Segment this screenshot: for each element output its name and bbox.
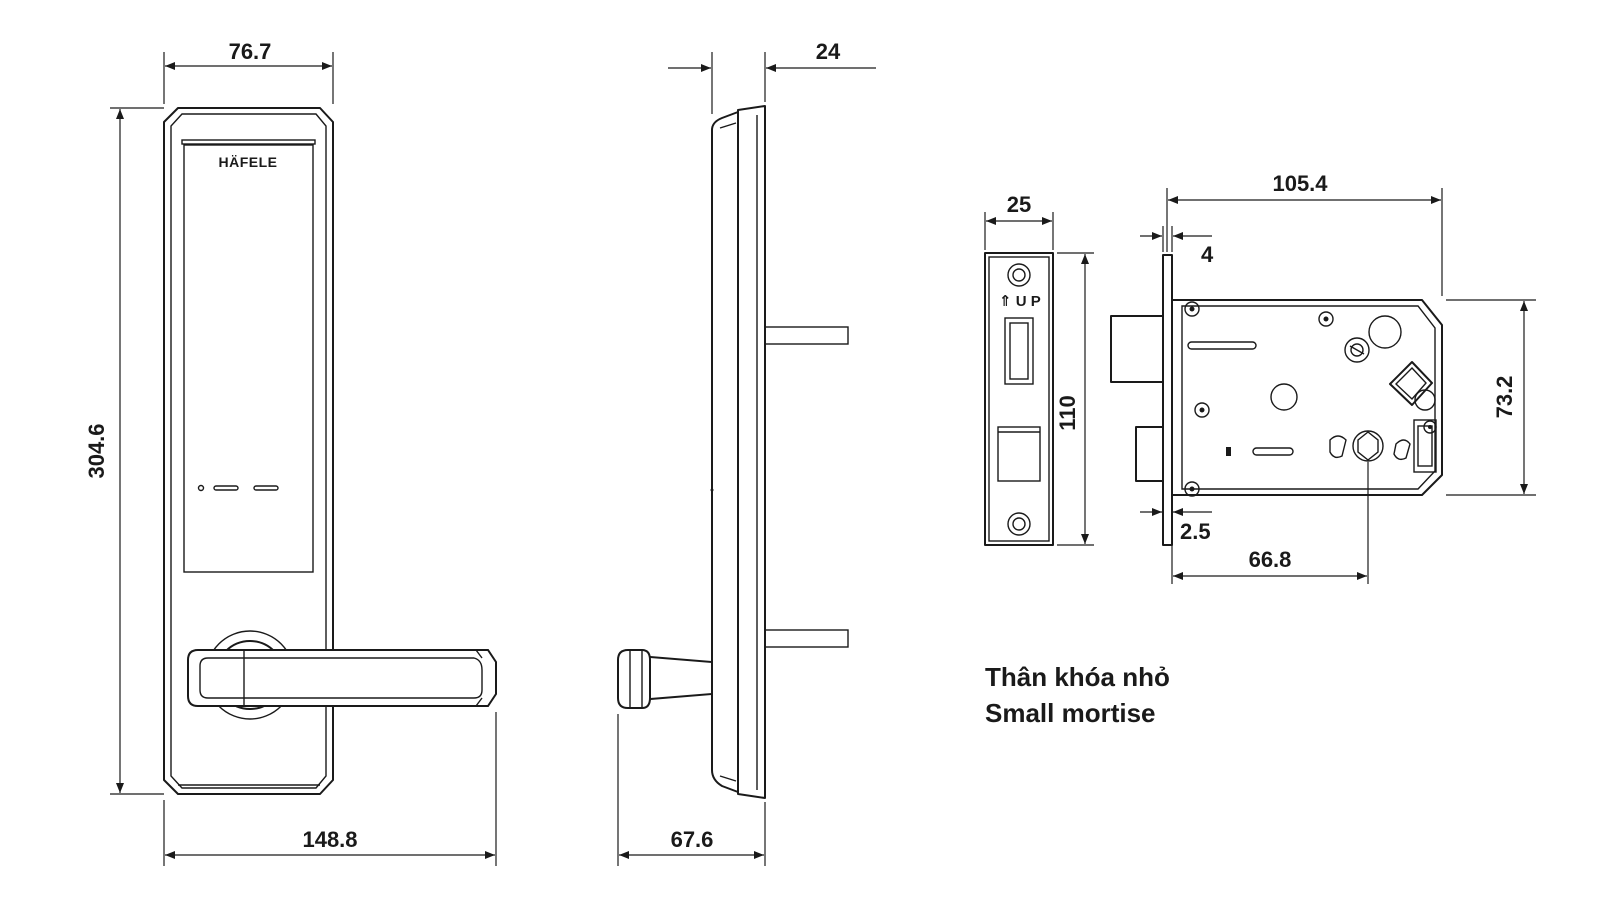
dim-front-height: 304.6: [84, 423, 109, 478]
mortise-dimensions: 105.4 4 73.2 66.8 2.5: [1140, 171, 1536, 584]
brand-logo: HÄFELE: [219, 154, 278, 170]
dim-mortise-length: 105.4: [1272, 171, 1328, 196]
dim-faceplate-height: 110: [1055, 395, 1080, 431]
caption-english: Small mortise: [985, 698, 1156, 728]
faceplate-up-label: ⇑ U P: [999, 293, 1041, 310]
front-dimensions: 76.7 304.6 148.8: [84, 39, 497, 866]
dim-front-width: 76.7: [229, 39, 272, 64]
dim-mortise-height: 73.2: [1492, 376, 1517, 419]
dim-faceplate-thickness: 4: [1201, 242, 1214, 267]
dim-front-offset: 2.5: [1180, 519, 1211, 544]
faceplate-view: ⇑ U P: [984, 252, 1054, 546]
dim-faceplate-width: 25: [1007, 192, 1031, 217]
faceplate-dimensions: 25 110: [984, 192, 1094, 546]
dim-side-depth-bottom: 67.6: [671, 827, 714, 852]
dim-handle-length: 148.8: [302, 827, 357, 852]
mortise-view: [1110, 254, 1443, 546]
dim-side-depth-top: 24: [816, 39, 841, 64]
front-view: HÄFELE: [163, 107, 497, 795]
caption-vietnamese: Thân khóa nhỏ: [985, 662, 1170, 692]
side-view: [617, 105, 849, 799]
side-dimensions: 24 67.6: [617, 39, 876, 866]
dim-backset: 66.8: [1249, 547, 1292, 572]
